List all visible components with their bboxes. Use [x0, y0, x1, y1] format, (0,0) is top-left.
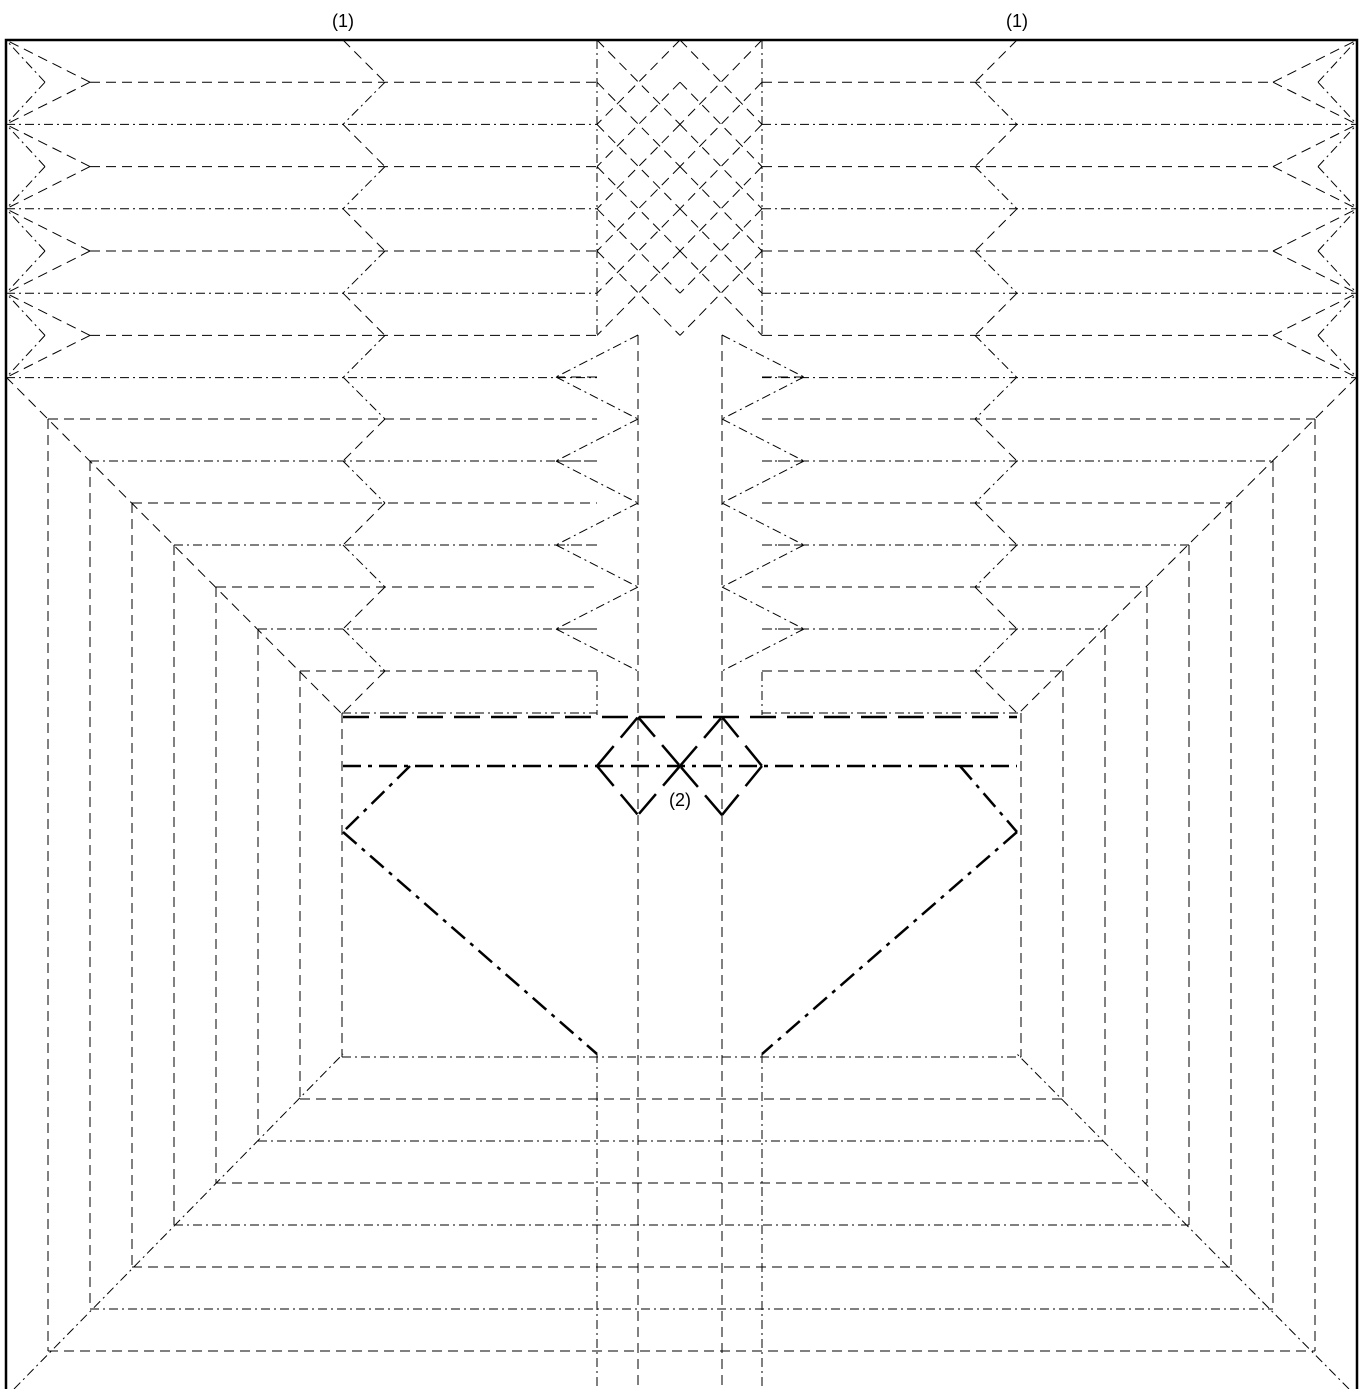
zigzag-left — [343, 461, 385, 503]
fan-right — [1273, 82, 1357, 124]
fan-right — [1273, 293, 1357, 335]
fan-left — [6, 124, 45, 166]
zigzag-left — [343, 293, 385, 335]
fan-left — [6, 40, 45, 82]
zigzag-right — [975, 40, 1017, 82]
zigzag-left — [343, 419, 385, 461]
zigzag-right — [975, 587, 1017, 629]
diagonal — [1017, 377, 1357, 715]
step-label-right: (1) — [1006, 11, 1028, 31]
zigzag-right — [975, 251, 1017, 293]
diamond-right — [722, 629, 804, 671]
diamond-left — [556, 461, 638, 503]
zigzag-left — [343, 209, 385, 251]
zigzag-right — [975, 545, 1017, 587]
diamond-left — [556, 545, 638, 587]
diamond-left — [556, 629, 638, 671]
step2-diamond — [638, 717, 680, 766]
fan-left — [6, 82, 90, 124]
zigzag-right — [975, 503, 1017, 545]
fan-left — [6, 251, 90, 293]
diamond-right — [722, 545, 804, 587]
fan-left — [6, 209, 90, 251]
zigzag-left — [343, 40, 385, 82]
zigzag-right — [975, 629, 1017, 671]
zigzag-right — [975, 293, 1017, 335]
fan-left — [6, 40, 90, 82]
fan-left — [6, 293, 90, 335]
diamond-left — [556, 335, 638, 377]
zigzag-left — [343, 629, 385, 671]
zigzag-right — [975, 377, 1017, 419]
step-label-center: (2) — [669, 790, 691, 810]
fan-right — [1273, 124, 1357, 166]
fan-right — [1318, 167, 1357, 209]
fan-left — [6, 209, 45, 251]
paper-edge — [6, 40, 1357, 1389]
diamond-right — [722, 461, 804, 503]
zigzag-left — [343, 545, 385, 587]
fan-right — [1273, 167, 1357, 209]
diamond-right — [722, 377, 804, 419]
diamond-left — [556, 587, 638, 629]
fan-right — [1273, 209, 1357, 251]
diamond-right — [722, 587, 804, 629]
fan-left — [6, 335, 45, 377]
step2-diamond — [597, 717, 638, 766]
fan-right — [1273, 251, 1357, 293]
zigzag-right — [975, 82, 1017, 124]
fan-right — [1318, 40, 1357, 82]
diamond-right — [722, 335, 804, 377]
zigzag-left — [343, 124, 385, 166]
step2-diamond — [722, 717, 762, 766]
diamond-left — [556, 503, 638, 545]
zigzag-left — [343, 167, 385, 209]
fan-right — [1273, 335, 1357, 377]
zigzag-right — [975, 124, 1017, 166]
fan-right — [1318, 124, 1357, 166]
zigzag-right — [975, 671, 1017, 713]
zigzag-left — [343, 251, 385, 293]
diamond-right — [722, 503, 804, 545]
zigzag-right — [975, 461, 1017, 503]
zigzag-left — [343, 335, 385, 377]
zigzag-right — [975, 167, 1017, 209]
fan-right — [1318, 82, 1357, 124]
fan-right — [1318, 335, 1357, 377]
zigzag-left — [343, 671, 385, 713]
step2-tail-left — [343, 766, 410, 832]
fan-right — [1318, 209, 1357, 251]
step2-tail-right — [762, 832, 1017, 1054]
crease-lines — [6, 40, 1357, 1389]
fan-right — [1273, 40, 1357, 82]
step2-diamond — [680, 717, 722, 766]
diamond-left — [556, 377, 638, 419]
fan-left — [6, 167, 90, 209]
fan-left — [6, 251, 45, 293]
diamond-left — [556, 419, 638, 461]
zigzag-left — [343, 587, 385, 629]
step-label-left: (1) — [332, 11, 354, 31]
zigzag-left — [343, 377, 385, 419]
zigzag-left — [343, 82, 385, 124]
step2-tail-right — [960, 766, 1017, 832]
fan-left — [6, 293, 45, 335]
fan-right — [1318, 293, 1357, 335]
step2-diamond — [722, 766, 762, 815]
step2-diamond — [597, 766, 638, 815]
fan-left — [6, 82, 45, 124]
step2-tail-left — [343, 832, 597, 1054]
zigzag-left — [343, 503, 385, 545]
diagonal — [14, 1054, 343, 1389]
zigzag-right — [975, 335, 1017, 377]
fan-left — [6, 335, 90, 377]
diagonal — [1017, 1054, 1349, 1389]
fan-right — [1318, 251, 1357, 293]
diamond-right — [722, 419, 804, 461]
fan-left — [6, 167, 45, 209]
zigzag-right — [975, 419, 1017, 461]
fan-left — [6, 124, 90, 166]
zigzag-right — [975, 209, 1017, 251]
